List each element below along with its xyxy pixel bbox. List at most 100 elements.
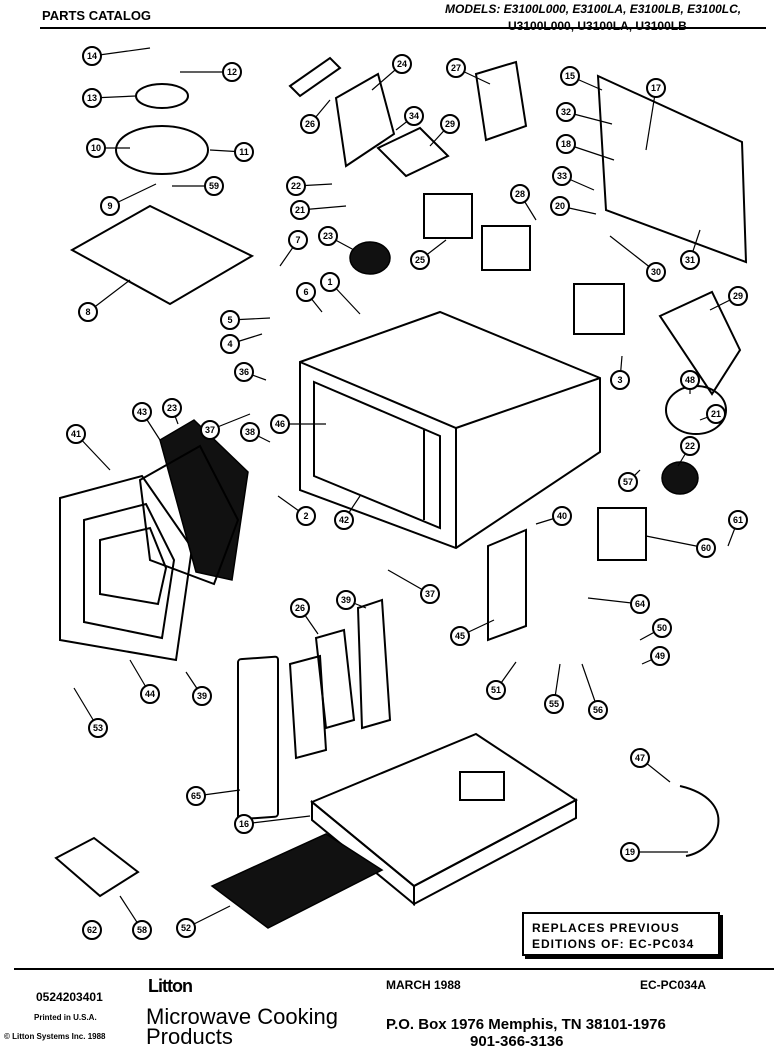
callout-25: 25	[410, 239, 447, 270]
callout-circle	[300, 114, 320, 134]
callout-number: 37	[425, 589, 435, 599]
callout-number: 37	[205, 425, 215, 435]
callout-circle	[162, 398, 182, 418]
callout-number: 50	[657, 623, 667, 633]
transformer-1	[573, 283, 625, 335]
callout-number: 65	[191, 791, 201, 801]
callout-5: 5	[220, 310, 271, 330]
callout-number: 10	[91, 143, 101, 153]
callout-43: 43	[132, 402, 161, 441]
callout-39: 39	[336, 590, 367, 610]
callout-number: 6	[303, 287, 308, 297]
callout-circle	[132, 920, 152, 940]
callout-circle	[620, 842, 640, 862]
callout-circle	[440, 114, 460, 134]
callout-number: 29	[733, 291, 743, 301]
callout-47: 47	[630, 748, 671, 783]
callout-14: 14	[82, 46, 151, 66]
callout-31: 31	[680, 229, 701, 270]
callout-leader	[645, 87, 657, 151]
callout-circle	[552, 506, 572, 526]
board-61	[356, 598, 392, 730]
catalog-date: MARCH 1988	[386, 978, 461, 992]
callout-number: 48	[685, 375, 695, 385]
bracket-part	[288, 56, 342, 98]
callout-29: 29	[429, 114, 460, 147]
company-address: P.O. Box 1976 Memphis, TN 38101-1976	[386, 1016, 666, 1033]
callout-circle	[192, 686, 212, 706]
callout-61: 61	[727, 510, 748, 547]
callout-circle	[334, 510, 354, 530]
board-60	[487, 528, 527, 642]
callout-17: 17	[645, 78, 666, 151]
callout-circle	[222, 62, 242, 82]
callout-48: 48	[680, 370, 700, 394]
callout-21: 21	[699, 404, 726, 424]
callout-number: 51	[491, 685, 501, 695]
callout-26: 26	[300, 99, 331, 134]
callout-circle	[650, 646, 670, 666]
callout-number: 23	[167, 403, 177, 413]
callout-number: 33	[557, 171, 567, 181]
callout-number: 29	[445, 119, 455, 129]
callout-46: 46	[270, 414, 326, 434]
callout-circle	[240, 422, 260, 442]
callout-circle	[486, 680, 506, 700]
callout-circle	[446, 58, 466, 78]
callout-12: 12	[180, 62, 242, 82]
callout-60: 60	[645, 535, 716, 558]
callout-circle	[556, 102, 576, 122]
callout-circle	[680, 370, 700, 390]
callout-circle	[336, 590, 356, 610]
callout-circle	[140, 684, 160, 704]
callout-circle	[100, 196, 120, 216]
callout-number: 40	[557, 511, 567, 521]
callout-circle	[618, 472, 638, 492]
callout-leader	[645, 535, 707, 549]
callout-29: 29	[709, 286, 748, 311]
callout-number: 61	[733, 515, 743, 525]
header-rule	[40, 27, 766, 29]
magnetron-2	[481, 225, 531, 271]
callout-number: 30	[651, 267, 661, 277]
callout-number: 34	[409, 111, 419, 121]
filter-part	[210, 833, 384, 929]
company-phone: 901-366-3136	[470, 1033, 564, 1050]
callout-number: 28	[515, 189, 525, 199]
callout-number: 39	[341, 595, 351, 605]
callout-number: 42	[339, 515, 349, 525]
callout-number: 49	[655, 651, 665, 661]
callout-number: 2	[303, 511, 308, 521]
callout-circle	[410, 250, 430, 270]
replaces-line-1: REPLACES PREVIOUS	[532, 921, 680, 935]
callout-55: 55	[544, 663, 564, 714]
base-tray	[310, 732, 578, 907]
printed-note: Printed in U.S.A.	[34, 1013, 97, 1022]
callout-number: 7	[295, 235, 300, 245]
callout-9: 9	[100, 183, 157, 216]
transformer-2	[597, 507, 647, 561]
callout-circle	[706, 404, 726, 424]
callout-circle	[450, 626, 470, 646]
callout-27: 27	[446, 58, 491, 85]
callout-6: 6	[296, 282, 323, 313]
callout-18: 18	[556, 134, 615, 161]
callout-circle	[82, 88, 102, 108]
callout-39: 39	[185, 671, 212, 706]
callout-number: 27	[451, 63, 461, 73]
callout-number: 56	[593, 705, 603, 715]
callout-65: 65	[186, 786, 241, 806]
callout-44: 44	[129, 659, 160, 704]
callout-28: 28	[510, 184, 537, 221]
callout-circle	[646, 262, 666, 282]
litton-logo: Litton	[148, 976, 193, 996]
callout-circle	[560, 66, 580, 86]
callout-circle	[680, 250, 700, 270]
label-box-part	[54, 836, 140, 898]
callout-32: 32	[556, 102, 613, 125]
callout-34: 34	[395, 106, 424, 131]
callout-number: 22	[685, 441, 695, 451]
footer-rule	[14, 968, 774, 970]
callout-36: 36	[234, 362, 267, 382]
callout-circle	[234, 362, 254, 382]
